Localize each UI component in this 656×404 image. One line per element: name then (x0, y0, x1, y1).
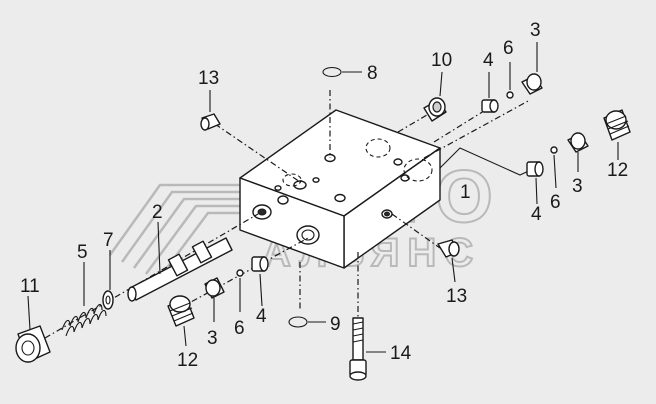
callout-3-bottom: 3 (207, 328, 218, 349)
part-1-valve-block (239, 109, 441, 269)
part-7-washer (102, 250, 114, 310)
part-6-ball-right (550, 146, 558, 189)
part-14-bolt (349, 317, 386, 381)
part-12-threaded-plug-bottom (167, 295, 195, 347)
callout-12-bottom: 12 (177, 350, 198, 371)
part-4-bushing-right (526, 161, 544, 205)
part-3-screw-plug-right (567, 132, 589, 172)
callout-9: 9 (330, 314, 341, 335)
callout-4-right: 4 (531, 204, 542, 225)
callout-6-bottom: 6 (234, 318, 245, 339)
part-4-bushing-bottom (251, 256, 269, 307)
part-5-spring (61, 262, 107, 337)
part-13-plug-left (200, 90, 221, 131)
part-12-threaded-plug-right (603, 109, 631, 160)
part-2-spool (127, 221, 233, 302)
callout-6-top: 6 (503, 38, 514, 59)
part-3-screw-plug-bottom (204, 277, 225, 322)
callout-6-right: 6 (550, 192, 561, 213)
callout-7: 7 (103, 230, 114, 251)
callout-4-top: 4 (483, 50, 494, 71)
part-3-screw-plug-top (521, 42, 543, 95)
callout-2: 2 (152, 202, 163, 223)
callout-13-bottom: 13 (446, 286, 467, 307)
callout-4-bottom: 4 (256, 306, 267, 327)
part-6-ball-bottom (236, 269, 244, 312)
callout-8: 8 (367, 63, 378, 84)
part-13-plug-right (437, 239, 460, 283)
callout-13-top: 13 (198, 68, 219, 89)
callout-5: 5 (77, 242, 88, 263)
callout-11: 11 (20, 276, 40, 297)
part-4-bushing-top (481, 72, 499, 113)
callout-labels: 1 2 3 3 3 4 4 4 5 6 6 6 7 8 9 10 11 12 1… (20, 20, 628, 371)
callout-14: 14 (390, 343, 412, 364)
callout-1: 1 (460, 182, 471, 203)
part-11-end-cap (15, 295, 51, 363)
callout-12-right: 12 (607, 160, 628, 181)
part-6-ball-top (506, 62, 514, 99)
part-8-o-ring-top (322, 66, 362, 78)
callout-3-top: 3 (530, 20, 541, 41)
callout-3-right: 3 (572, 176, 583, 197)
callout-10: 10 (431, 50, 452, 71)
part-10-fitting (423, 71, 447, 122)
part-9-o-ring-bottom (288, 316, 326, 328)
